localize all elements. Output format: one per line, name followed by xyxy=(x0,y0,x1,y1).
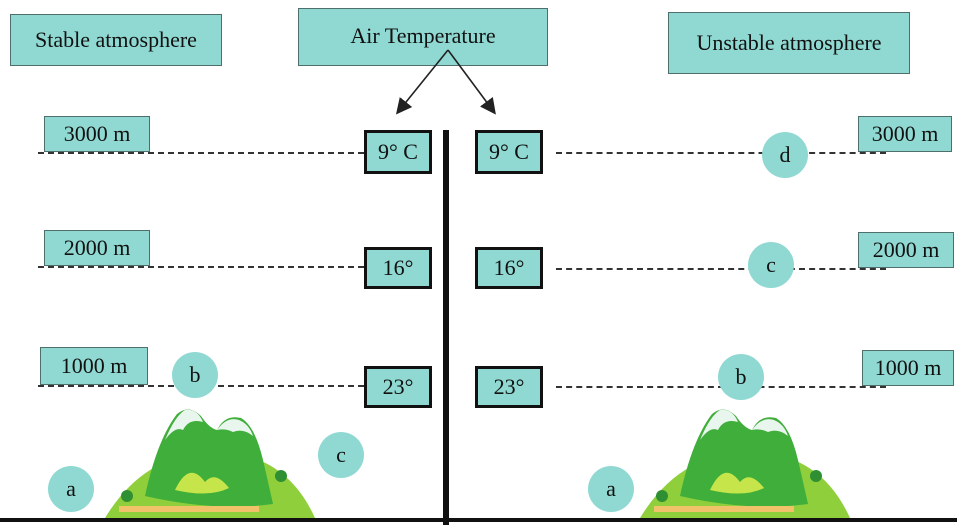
left-3000m-line xyxy=(38,152,364,154)
right-mountain-illustration xyxy=(640,409,850,518)
right-altitude-1000m: 1000 m xyxy=(862,350,954,386)
left-altitude-1000m: 1000 m xyxy=(40,347,148,385)
left-2000m-line xyxy=(38,266,364,268)
left-circle-c: c xyxy=(318,432,364,478)
center-divider-pole xyxy=(443,130,449,525)
left-altitude-2000m: 2000 m xyxy=(44,230,150,266)
right-circle-b: b xyxy=(718,354,764,400)
unstable-atmosphere-label: Unstable atmosphere xyxy=(668,12,910,74)
stable-atmosphere-label: Stable atmosphere xyxy=(10,14,222,66)
ground-line xyxy=(0,518,957,522)
right-circle-d: d xyxy=(762,132,808,178)
left-circle-b: b xyxy=(172,352,218,398)
right-2000m-line xyxy=(556,268,886,270)
right-temperature-2000m: 16° xyxy=(475,247,543,289)
right-circle-a: a xyxy=(588,466,634,512)
right-altitude-2000m: 2000 m xyxy=(858,232,954,268)
left-temperature-1000m: 23° xyxy=(364,366,432,408)
arrow-to-right-temperatures xyxy=(447,49,496,115)
right-temperature-3000m: 9° C xyxy=(475,130,543,174)
left-temperature-2000m: 16° xyxy=(364,247,432,289)
left-circle-a: a xyxy=(48,466,94,512)
air-temperature-label: Air Temperature xyxy=(298,8,548,66)
left-altitude-3000m: 3000 m xyxy=(44,116,150,152)
left-temperature-3000m: 9° C xyxy=(364,130,432,174)
right-circle-c: c xyxy=(748,242,794,288)
right-altitude-3000m: 3000 m xyxy=(858,116,952,152)
right-temperature-1000m: 23° xyxy=(475,366,543,408)
right-3000m-line xyxy=(556,152,886,154)
left-mountain-illustration xyxy=(105,409,315,518)
arrow-to-left-temperatures xyxy=(395,49,449,115)
